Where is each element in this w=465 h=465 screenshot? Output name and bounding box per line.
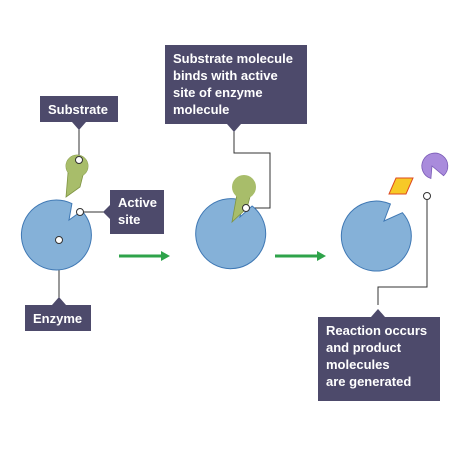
bound-substrate-head <box>232 175 256 199</box>
reaction-pin-dot <box>423 192 431 200</box>
enzyme-1 <box>20 199 92 271</box>
active-site-pin-dot <box>76 208 84 216</box>
reaction-leader <box>377 196 428 305</box>
arrow-1-head <box>161 251 170 261</box>
active-site-label: Active site <box>110 190 164 234</box>
binding-pin-dot <box>242 204 250 212</box>
enzyme-label: Enzyme <box>25 305 91 331</box>
active-site-pointer <box>103 205 110 219</box>
substrate-pointer <box>72 122 86 130</box>
enzyme-2 <box>195 198 267 270</box>
product-molecule-purple <box>421 152 449 180</box>
reaction-pointer <box>371 309 385 317</box>
binding-leader <box>233 124 271 209</box>
enzyme-pointer <box>52 297 66 305</box>
binding-pointer <box>227 124 241 132</box>
binding-step-label: Substrate molecule binds with active sit… <box>165 45 307 124</box>
enzyme-pin-dot <box>55 236 63 244</box>
pin-dots <box>55 156 431 244</box>
bound-substrate <box>231 175 256 224</box>
enzyme-3 <box>340 200 412 272</box>
product-molecule-yellow <box>388 177 414 195</box>
callout-pointers <box>52 122 385 317</box>
substrate-pin-dot <box>75 156 83 164</box>
reaction-arrows <box>119 251 326 261</box>
substrate-label: Substrate <box>40 96 118 122</box>
arrow-2-head <box>317 251 326 261</box>
reaction-step-label: Reaction occurs and product molecules ar… <box>318 317 440 401</box>
